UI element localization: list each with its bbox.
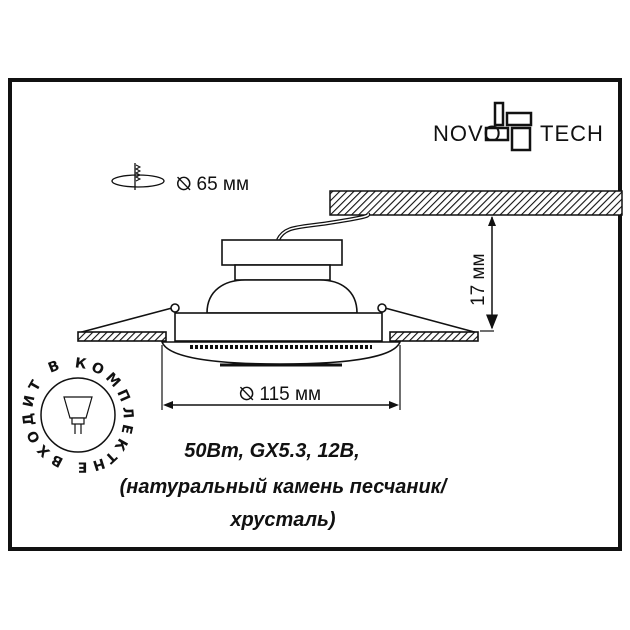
cutout-diameter-label: ⦰ 65 мм <box>176 174 249 195</box>
svg-text:NOVO: NOVO <box>433 121 502 146</box>
ceiling-section <box>329 190 623 216</box>
novotech-logo: NOVO TECH <box>433 101 604 152</box>
lamp-not-included-badge: НЕ ВХОДИТ В КОМПЛЕКТ <box>20 355 136 474</box>
fixture-drawing <box>77 212 479 367</box>
height-dimension: 17 мм <box>468 216 498 332</box>
mr16-lamp-icon <box>63 396 93 434</box>
svg-text:TECH: TECH <box>540 121 604 146</box>
diameter-dimension: ⦰ 115 мм <box>161 345 401 410</box>
spec-line-2: (натуральный камень песчаник/ <box>120 476 449 498</box>
spec-line-1: 50Вт, GX5.3, 12В, <box>184 440 359 462</box>
diameter-label: ⦰ 115 мм <box>239 384 321 405</box>
spec-line-3: хрусталь) <box>229 509 336 531</box>
frame-border <box>8 78 622 551</box>
ceiling-hole-saw-icon <box>111 163 165 190</box>
height-label: 17 мм <box>468 253 489 306</box>
